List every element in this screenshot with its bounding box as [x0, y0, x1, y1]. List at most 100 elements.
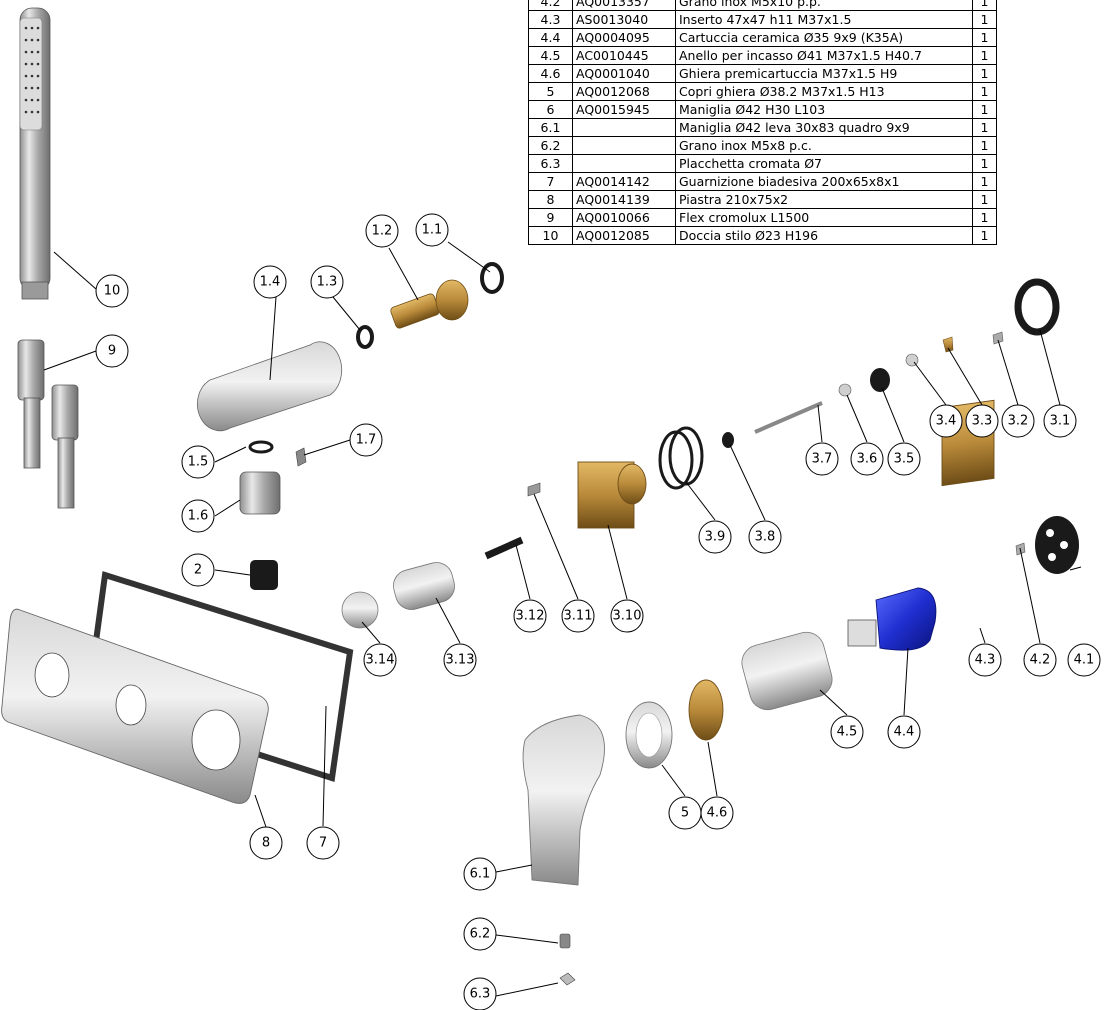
description-cell: Ghiera premicartuccia M37x1.5 H9	[675, 64, 973, 83]
callout-3-4: 3.4	[929, 404, 963, 438]
position-cell: 4.4	[528, 28, 573, 47]
description-cell: Maniglia Ø42 leva 30x83 quadro 9x9	[675, 118, 973, 137]
quantity-cell: 1	[972, 100, 997, 119]
callout-label: 3.13	[446, 653, 475, 668]
callout-4-4: 4.4	[887, 715, 921, 749]
callout-label: 3.2	[1008, 414, 1029, 429]
callout-3-12: 3.12	[513, 599, 547, 633]
callout-label: 4.6	[707, 806, 728, 821]
description-cell: Maniglia Ø42 H30 L103	[675, 100, 973, 119]
callout-label: 3.3	[972, 414, 993, 429]
callout-label: 10	[104, 284, 121, 299]
code-cell: AS0013040	[572, 10, 676, 29]
callout-label: 6.3	[470, 987, 491, 1002]
code-cell: AQ0014139	[572, 190, 676, 209]
callout-3-11: 3.11	[561, 599, 595, 633]
callout-label: 3.6	[857, 452, 878, 467]
description-cell: Copri ghiera Ø38.2 M37x1.5 H13	[675, 82, 973, 101]
flex-hose-part	[17, 339, 79, 509]
code-cell	[572, 118, 676, 137]
code-cell: AQ0012085	[572, 226, 676, 245]
callout-1-5: 1.5	[181, 445, 215, 479]
callout-2: 2	[181, 553, 215, 587]
code-cell: AQ0014142	[572, 172, 676, 191]
callout-label: 1.2	[372, 224, 393, 239]
code-cell: AQ0013357	[572, 0, 676, 11]
callout-8: 8	[249, 826, 283, 860]
callout-label: 6.2	[470, 927, 491, 942]
quantity-cell: 1	[972, 28, 997, 47]
callout-label: 1.3	[317, 275, 338, 290]
callout-1-3: 1.3	[310, 265, 344, 299]
quantity-cell: 1	[972, 82, 997, 101]
callout-label: 1.6	[188, 509, 209, 524]
callout-3-6: 3.6	[850, 442, 884, 476]
callout-6-2: 6.2	[463, 917, 497, 951]
description-cell: Doccia stilo Ø23 H196	[675, 226, 973, 245]
callout-1-6: 1.6	[181, 499, 215, 533]
description-cell: Cartuccia ceramica Ø35 9x9 (K35A)	[675, 28, 973, 47]
callout-label: 1.7	[356, 433, 377, 448]
callout-4-5: 4.5	[830, 715, 864, 749]
callout-label: 3.5	[894, 452, 915, 467]
callout-4-6: 4.6	[700, 796, 734, 830]
callout-label: 1.1	[422, 223, 443, 238]
description-cell: Grano inox M5x8 p.c.	[675, 136, 973, 155]
quantity-cell: 1	[972, 190, 997, 209]
position-cell: 10	[528, 226, 573, 245]
callout-3-7: 3.7	[805, 442, 839, 476]
callout-label: 9	[108, 344, 116, 359]
callout-label: 6.1	[470, 867, 491, 882]
callout-5: 5	[668, 796, 702, 830]
callout-label: 3.14	[366, 653, 395, 668]
callout-label: 3.11	[564, 609, 593, 624]
callout-label: 4.4	[894, 725, 915, 740]
callout-label: 8	[262, 836, 270, 851]
position-cell: 8	[528, 190, 573, 209]
callout-1-4: 1.4	[253, 265, 287, 299]
description-cell: Grano inox M5x10 p.p.	[675, 0, 973, 11]
code-cell	[572, 154, 676, 173]
callout-7: 7	[306, 826, 340, 860]
callout-3-10: 3.10	[610, 599, 644, 633]
callout-6-1: 6.1	[463, 857, 497, 891]
position-cell: 7	[528, 172, 573, 191]
callout-label: 3.1	[1050, 414, 1071, 429]
callout-3-9: 3.9	[698, 520, 732, 554]
quantity-cell: 1	[972, 154, 997, 173]
callout-3-14: 3.14	[363, 643, 397, 677]
callout-label: 3.10	[613, 609, 642, 624]
code-cell: AQ0010066	[572, 208, 676, 227]
callout-4-2: 4.2	[1023, 643, 1057, 677]
position-cell: 4.6	[528, 64, 573, 83]
position-cell: 9	[528, 208, 573, 227]
quantity-cell: 1	[972, 208, 997, 227]
diverter-assembly	[341, 278, 1060, 629]
description-cell: Placchetta cromata Ø7	[675, 154, 973, 173]
position-cell: 6.3	[528, 154, 573, 173]
callout-label: 2	[194, 563, 202, 578]
callout-3-2: 3.2	[1001, 404, 1035, 438]
callout-label: 3.4	[936, 414, 957, 429]
quantity-cell: 1	[972, 136, 997, 155]
callout-3-13: 3.13	[443, 643, 477, 677]
quantity-cell: 1	[972, 10, 997, 29]
quantity-cell: 1	[972, 64, 997, 83]
callout-3-5: 3.5	[887, 442, 921, 476]
position-cell: 6	[528, 100, 573, 119]
callout-label: 1.5	[188, 455, 209, 470]
position-cell: 5	[528, 82, 573, 101]
callout-1-7: 1.7	[349, 423, 383, 457]
